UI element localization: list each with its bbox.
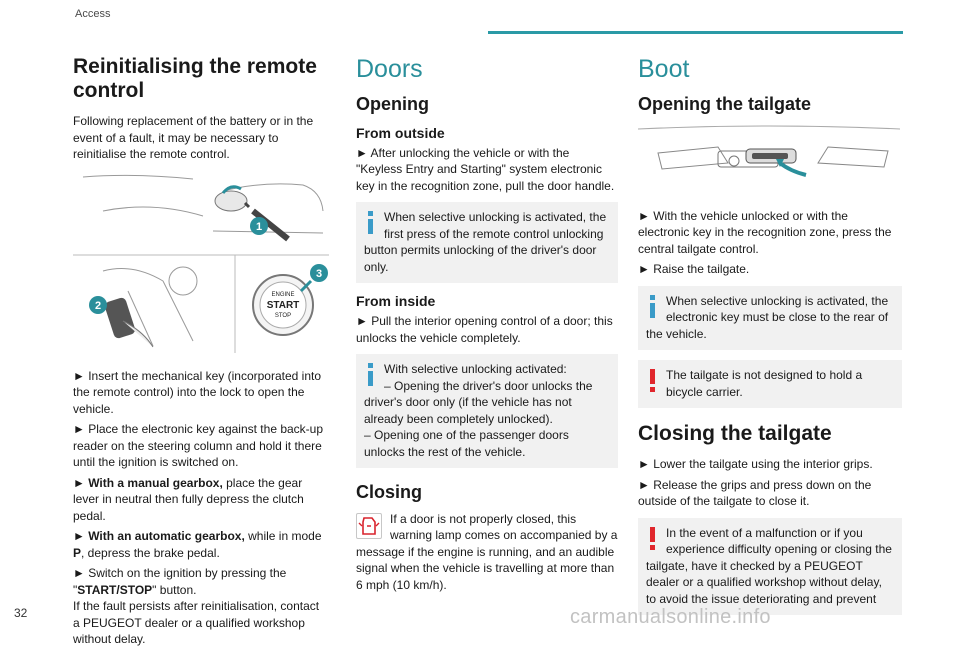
closing-block: If a door is not properly closed, this w…: [356, 511, 618, 594]
tailgate-step-press: ► With the vehicle unlocked or with the …: [638, 208, 892, 256]
subheading-from-outside: From outside: [356, 124, 445, 141]
heading-closing-tailgate: Closing the tailgate: [638, 422, 832, 446]
page-header-title: Access: [75, 8, 111, 20]
section-title-doors: Doors: [356, 55, 423, 83]
key-and-ignition-illustration: 1 2 ENGINE START STOP 3: [73, 174, 329, 353]
section-title-boot: Boot: [638, 55, 690, 83]
note-key-close: When selective unlocking is activated, t…: [638, 285, 902, 351]
info-icon: [650, 294, 655, 318]
step-place-key: ► Place the electronic key against the b…: [73, 422, 324, 470]
exclamation-icon: [650, 526, 655, 550]
heading-reinitialising: Reinitialising the remote control: [73, 55, 317, 103]
step-insert-key: ► Insert the mechanical key (incorporate…: [73, 368, 321, 416]
note-selective-unlock: When selective unlocking is activated, t…: [356, 202, 618, 284]
watermark: carmanualsonline.info: [570, 606, 771, 628]
remote-reinit-figure: 1 2 ENGINE START STOP 3: [73, 171, 329, 358]
closing-text: If a door is not properly closed, this w…: [356, 511, 618, 592]
door-open-warning-icon: [356, 512, 382, 539]
badge-3: 3: [316, 268, 322, 280]
close-step-lower: ► Lower the tailgate using the interior …: [638, 457, 873, 472]
btn-start: START: [267, 300, 300, 311]
warning-malfunction: In the event of a malfunction or if you …: [638, 517, 902, 616]
step-auto-gearbox: ► With an automatic gearbox, while in mo…: [73, 529, 322, 560]
column-doors: Doors Opening From outside ► After unloc…: [356, 55, 618, 597]
badge-2: 2: [95, 300, 101, 312]
step-switch-ignition: ► Switch on the ignition by pressing the…: [73, 566, 287, 597]
subheading-from-inside: From inside: [356, 293, 436, 310]
outro-text: If the fault persists after reinitialisa…: [73, 599, 320, 647]
exclamation-icon: [650, 369, 655, 393]
step-manual-gearbox: ► With a manual gearbox, place the gear …: [73, 475, 304, 523]
close-step-release: ► Release the grips and press down on th…: [638, 477, 872, 509]
btn-engine: ENGINE: [271, 292, 294, 298]
warning-bicycle-carrier: The tailgate is not designed to hold a b…: [638, 360, 902, 409]
heading-closing: Closing: [356, 482, 422, 503]
btn-stop: STOP: [275, 313, 291, 319]
heading-opening: Opening: [356, 94, 429, 114]
header-accent-bar: [488, 31, 903, 34]
heading-opening-tailgate: Opening the tailgate: [638, 94, 812, 114]
info-icon: [368, 211, 373, 235]
column-remote-reinit: Reinitialising the remote control Follow…: [73, 55, 329, 652]
info-icon: [368, 363, 373, 387]
note-selective-active: With selective unlocking activated: – Op…: [356, 354, 618, 469]
tailgate-figure: [637, 123, 902, 198]
outside-text: ► After unlocking the vehicle or with th…: [356, 145, 615, 193]
intro-text: Following replacement of the battery or …: [73, 114, 314, 162]
tailgate-step-raise: ► Raise the tailgate.: [638, 262, 750, 277]
page-number: 32: [14, 606, 28, 620]
badge-1: 1: [256, 221, 262, 233]
column-boot: Boot Opening the tailgate ► With the veh…: [637, 55, 902, 625]
tailgate-control-illustration: [637, 125, 901, 177]
inside-text: ► Pull the interior opening control of a…: [356, 314, 613, 345]
